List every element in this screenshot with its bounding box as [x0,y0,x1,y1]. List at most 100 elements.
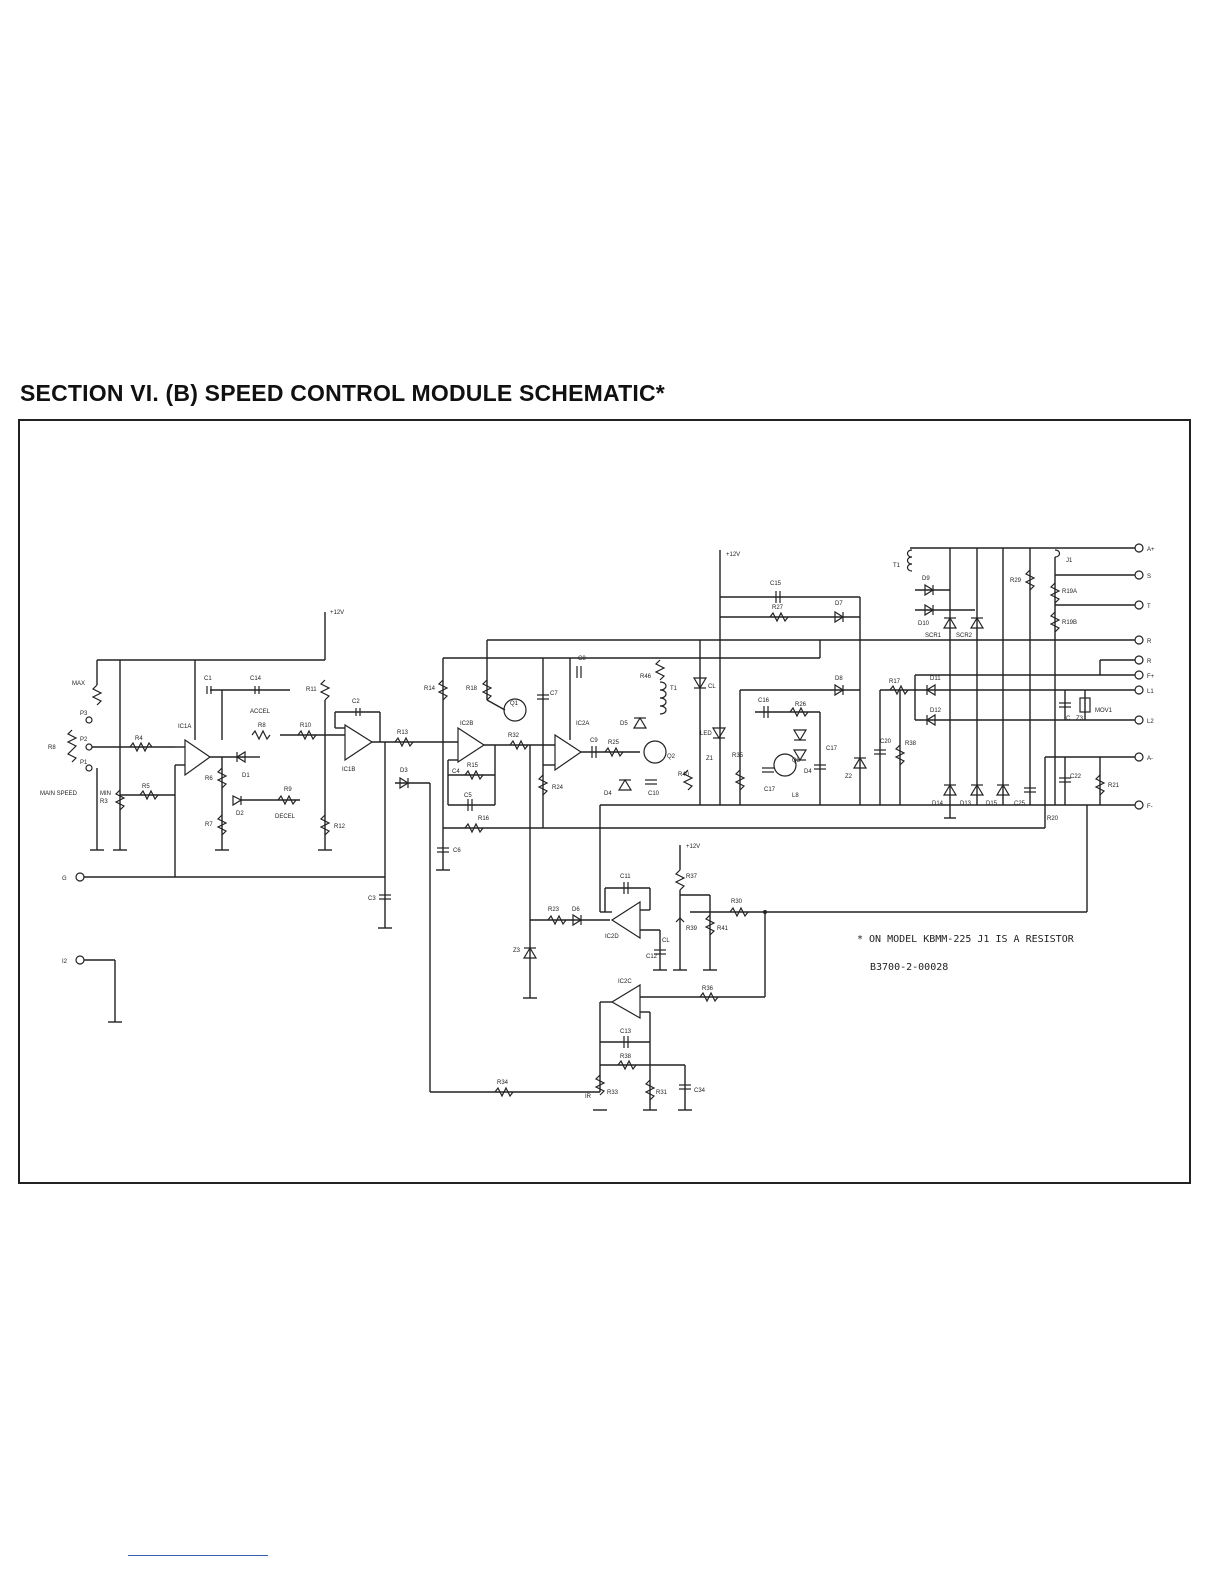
terminal-a-minus[interactable] [1134,752,1144,762]
terminal-l1-label: L1 [1147,689,1154,695]
min-label: MIN [100,791,111,797]
svg-text:R3: R3 [100,799,108,805]
svg-text:CL: CL [662,938,670,944]
t1-primary-label: T1 [893,563,901,569]
terminal-f-plus[interactable] [1134,670,1144,680]
main-pot-label: R8 [48,745,56,751]
svg-text:R18: R18 [466,686,478,692]
mov-label: MOV1 [1095,708,1113,714]
svg-text:D10: D10 [918,621,930,627]
svg-text:Z3: Z3 [513,948,521,954]
ic1a-stage: IC1A C1 C14 R6 R7 D1 R8 ACCEL D2 R9 DECE… [174,660,345,877]
max-label: MAX [72,681,85,687]
svg-text:D11: D11 [930,676,941,682]
ic2c-stage: IC2C R36 C13 R38 R31 C34 R33 IR R34 [429,783,765,1111]
svg-text:R33: R33 [607,1090,619,1096]
svg-text:R29: R29 [1010,578,1022,584]
scr1-label: SCR1 [925,633,942,639]
svg-text:D3: D3 [400,768,408,774]
cl-label: CL [708,684,716,690]
ic2c-label: IC2C [618,979,632,985]
terminal-f-minus[interactable] [1134,800,1144,810]
svg-text:C22: C22 [1070,774,1082,780]
terminal-r1[interactable] [1134,635,1144,645]
svg-text:R8: R8 [258,723,266,729]
terminal-i2-label: I2 [62,959,68,965]
terminal-p2[interactable] [85,743,93,751]
svg-text:R39: R39 [686,926,698,932]
q1-label: Q1 [510,701,519,707]
svg-text:IR: IR [585,1094,592,1100]
svg-text:C17: C17 [764,787,776,793]
p2-label: P2 [80,737,88,743]
svg-text:R40: R40 [678,772,690,778]
p3-label: P3 [80,711,88,717]
svg-text:C34: C34 [694,1088,706,1094]
svg-text:R27: R27 [772,605,784,611]
svg-text:R7: R7 [205,822,213,828]
terminal-a-plus[interactable] [1134,543,1144,553]
t1-secondary-label: T1 [670,686,678,692]
q2-label: Q2 [667,754,676,760]
transistor-q2 [643,740,667,764]
page-title: SECTION VI. (B) SPEED CONTROL MODULE SCH… [20,380,665,406]
ic1a-label: IC1A [178,724,191,730]
power-section: C15 R27 D7 Z1 D8 R35 C16 R26 Q3 C17 D4 L… [530,581,1135,912]
terminal-l2[interactable] [1134,715,1144,725]
ic2d-label: IC2D [605,934,619,940]
svg-text:R21: R21 [1108,783,1120,789]
svg-text:D15: D15 [986,801,998,807]
svg-text:R34: R34 [497,1080,509,1086]
supply-label-center: +12V [726,552,740,558]
terminal-r2[interactable] [1134,655,1144,665]
terminal-g[interactable] [75,872,85,882]
terminal-p3[interactable] [85,716,93,724]
terminal-l1[interactable] [1134,685,1144,695]
svg-text:C6: C6 [453,848,461,854]
ic2b-label: IC2B [460,721,473,727]
svg-text:R30: R30 [731,899,743,905]
svg-text:D12: D12 [930,708,942,714]
j1-label: J1 [1066,558,1073,564]
svg-text:C9: C9 [590,738,598,744]
main-speed-label: MAIN SPEED [40,791,78,797]
drawing-number: B3700-2-00028 [870,962,948,973]
ic2d-stage: R23 D6 Z3 IC2D C11 C12 CL R37 R39 R41 [513,869,1087,999]
ic1b-label: IC1B [342,767,355,773]
terminal-p1[interactable] [85,764,93,772]
left-terminals: G I2 [62,872,385,1023]
svg-text:C1: C1 [204,676,212,682]
terminal-s-label: S [1147,574,1151,580]
svg-text:R46: R46 [640,674,652,680]
scr2-label: SCR2 [956,633,973,639]
svg-text:C8: C8 [578,656,586,662]
terminal-i2[interactable] [75,955,85,965]
svg-text:R32: R32 [508,733,520,739]
svg-text:D14: D14 [932,801,944,807]
ic2-stage: R14 C6 IC2B R15 C5 C4 R16 R32 R18 Q1 C7 [424,639,820,990]
terminal-t[interactable] [1134,600,1144,610]
schematic-frame [18,419,1191,1184]
model-note: * ON MODEL KBMM-225 J1 IS A RESISTOR [857,934,1075,945]
terminal-strip: A+ S T R R F+ L1 L2 A- F- [1100,543,1155,810]
ic1b-stage: R11 R12 IC1B C2 R13 C3 D3 [306,679,435,929]
svg-text:C15: C15 [770,581,782,587]
svg-text:C2: C2 [352,699,360,705]
terminal-s[interactable] [1134,570,1144,580]
svg-text:R15: R15 [467,763,479,769]
svg-text:D8: D8 [835,676,843,682]
svg-text:R19B: R19B [1062,620,1077,626]
q3-label: Q3 [792,758,801,764]
svg-text:R20: R20 [1047,816,1059,822]
bridge-section: T1 D9 D10 SCR1 SCR2 R29 J1 R19A R19B R17 [880,547,1135,912]
svg-text:C11: C11 [620,874,631,880]
terminal-l2-label: L2 [1147,719,1154,725]
svg-text:R25: R25 [608,740,620,746]
svg-text:Z2: Z2 [845,774,853,780]
decel-label: DECEL [275,814,296,820]
svg-text:C25: C25 [1014,801,1026,807]
svg-text:D13: D13 [960,801,972,807]
svg-text:R35: R35 [732,753,744,759]
svg-text:C20: C20 [880,739,892,745]
svg-text:Z3: Z3 [1076,716,1084,722]
